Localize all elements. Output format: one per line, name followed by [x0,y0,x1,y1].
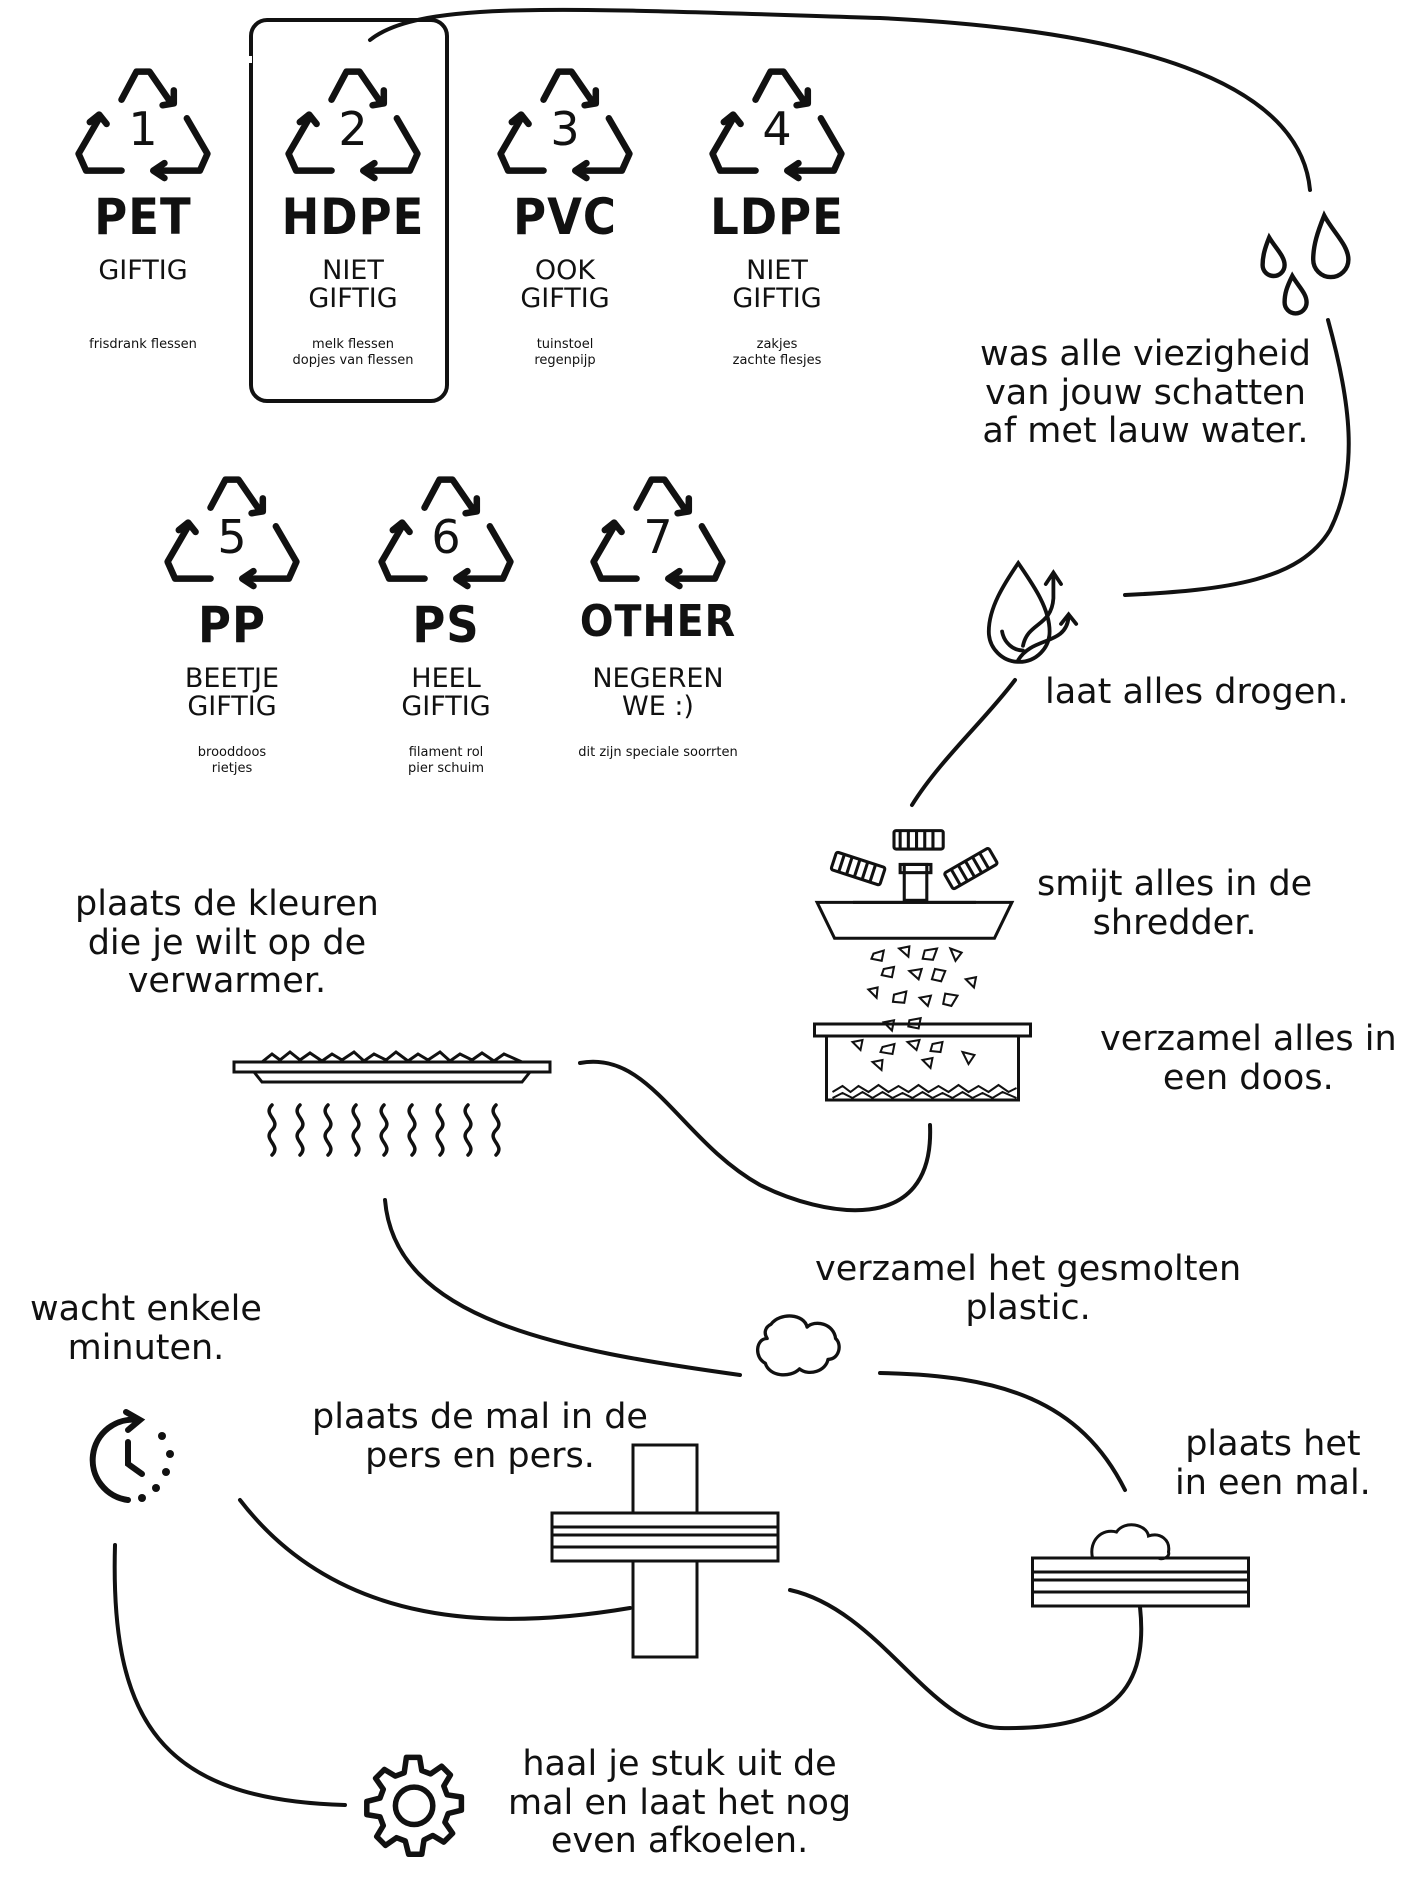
example-products: dit zijn speciale soorrten [578,745,738,760]
recycle-triangle-icon [709,68,845,182]
resin-number: 6 [431,510,461,564]
resin-number: 2 [338,102,368,156]
melted-plastic-icon [756,1314,841,1377]
example-products: frisdrank flessen [89,337,197,352]
connector-dry-to-shred [910,678,1017,807]
step-wash-text: was alle viezigheid van jouw schatten af… [980,334,1311,451]
connector-start-to-wash [368,7,1312,192]
shredder-icon [814,829,1015,1033]
resin-number: 5 [217,510,247,564]
toxicity-label: OOK GIFTIG [520,255,610,315]
resin-code: LDPE [710,188,844,246]
recycle-triangle-icon [590,476,726,590]
resin-number: 7 [643,510,673,564]
recycle-triangle-icon [164,476,300,590]
recycle-triangle-icon [378,476,514,590]
resin-code: PP [198,596,266,654]
resin-code: OTHER [579,596,737,647]
resin-code: PVC [513,188,617,246]
step-collect-box-text: verzamel alles in een doos. [1100,1019,1397,1098]
example-products: melk flessen dopjes van flessen [292,337,414,368]
step-press-text: plaats de mal in de pers en pers. [312,1397,648,1476]
example-products: filament rol pier schuim [407,745,484,776]
timer-icon [89,1409,174,1503]
toxicity-label: NEGEREN WE :) [592,663,724,723]
step-collect-melt-text: verzamel het gesmolten plastic. [815,1249,1242,1328]
collection-box-icon [813,1022,1032,1102]
step-shred-text: smijt alles in de shredder. [1037,864,1313,943]
connector-wash-to-dry [1123,318,1351,597]
resin-code: PET [94,188,192,246]
mold-icon [1031,1523,1250,1608]
hdpe-highlight-box [249,18,449,403]
toxicity-label: GIFTIG [98,255,188,286]
connector-heater-to-melt [383,1198,742,1377]
step-dry-text: laat alles drogen. [1045,672,1349,712]
example-products: tuinstoel regenpijp [534,337,596,368]
press-icon [550,1443,780,1659]
recycle-triangle-icon [75,68,211,182]
toxicity-label: NIET GIFTIG [732,255,822,315]
connector-mold-to-press [788,1588,1144,1731]
connector-box-to-heater [578,1059,933,1213]
toxicity-label: NIET GIFTIG [308,255,398,315]
highlight-box-notch [244,56,252,63]
gear-icon [364,1754,465,1857]
resin-number: 3 [550,102,580,156]
connector-press-to-timer [238,1498,632,1621]
water-drops-icon [1260,210,1351,316]
connector-melt-to-mold [878,1371,1127,1492]
toxicity-label: HEEL GIFTIG [401,663,491,723]
step-wait-text: wacht enkele minuten. [30,1289,262,1368]
step-cool-text: haal je stuk uit de mal en laat het nog … [508,1744,852,1861]
resin-number: 1 [128,102,158,156]
recycle-triangle-icon [497,68,633,182]
step-heater-text: plaats de kleuren die je wilt op de verw… [75,884,379,1001]
recycle-triangle-icon [285,68,421,182]
example-products: zakjes zachte flesjes [732,337,822,368]
step-mold-text: plaats het in een mal. [1175,1424,1371,1503]
example-products: brooddoos rietjes [197,745,267,776]
drying-icon [986,559,1079,664]
connector-timer-to-cool [112,1543,347,1807]
resin-number: 4 [762,102,792,156]
heater-icon [232,1050,552,1157]
toxicity-label: BEETJE GIFTIG [184,663,280,723]
resin-code: PS [412,596,480,654]
resin-code: HDPE [281,188,425,246]
